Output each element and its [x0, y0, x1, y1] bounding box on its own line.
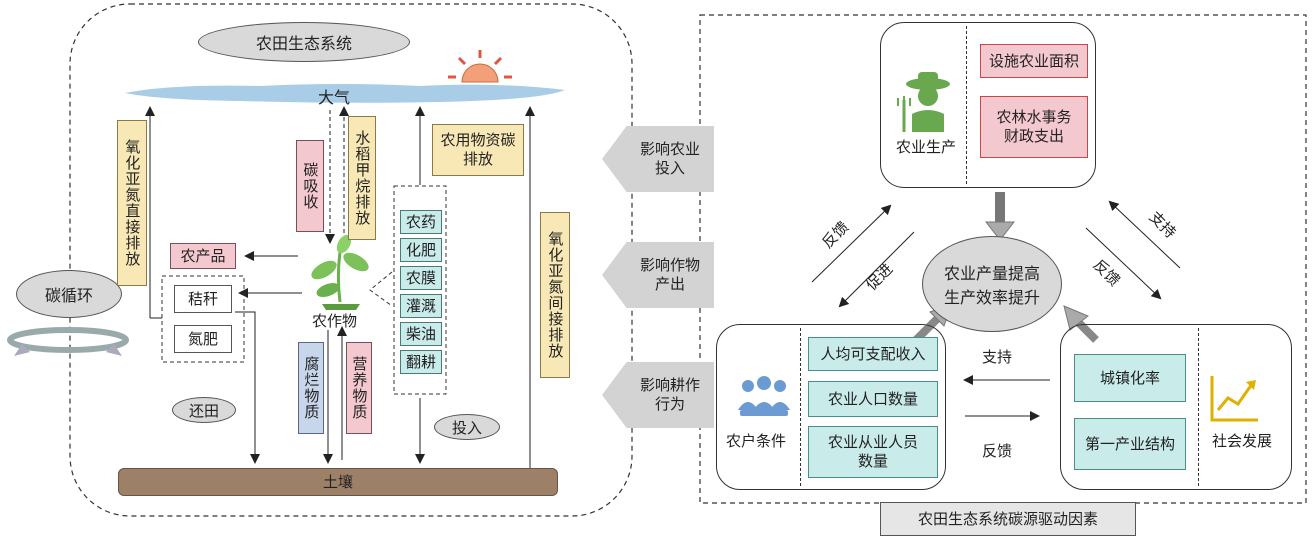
agri-material-emission-box: 农用物资碳排放 — [432, 124, 524, 176]
return-field-node: 还田 — [172, 397, 236, 423]
input-pesticide: 农药 — [400, 210, 442, 234]
arrow-affect-behavior: 影响耕作行为 — [602, 362, 714, 428]
carbon-cycle-node: 碳循环 — [16, 270, 122, 318]
n2o-direct-box: 氧化亚氮直接排放 — [117, 120, 147, 286]
input-irrigation: 灌溉 — [400, 294, 442, 318]
arrow-affect-input: 影响农业投入 — [602, 126, 714, 192]
agri-production-label: 农业生产 — [896, 138, 957, 156]
social-divider — [1198, 328, 1199, 486]
input-node: 投入 — [434, 414, 500, 440]
growth-chart-icon — [1210, 376, 1258, 422]
input-fertilizer: 化肥 — [400, 238, 442, 262]
household-panel — [716, 324, 946, 490]
n2o-indirect-box: 氧化亚氮间接排放 — [540, 212, 570, 378]
sun-icon — [448, 50, 512, 83]
plant-icon — [311, 234, 369, 310]
agri-production-panel — [880, 22, 1096, 188]
atmosphere-label: 大气 — [318, 88, 351, 107]
agri-production-divider — [966, 26, 967, 184]
center-node: 农业产量提高生产效率提升 — [922, 236, 1062, 332]
income-box: 人均可支配收入 — [808, 337, 938, 371]
fiscal-expenditure-box: 农林水事务财政支出 — [980, 96, 1088, 158]
straw-box: 秸秆 — [174, 285, 232, 313]
drivers-title-box: 农田生态系统碳源驱动因素 — [880, 502, 1136, 536]
nutrients-box: 营养物质 — [346, 342, 372, 434]
rice-methane-box: 水稻甲烷排放 — [348, 116, 376, 240]
products-box: 农产品 — [170, 243, 236, 269]
input-tillage: 翻耕 — [400, 350, 442, 374]
people-icon — [738, 376, 790, 416]
input-film: 农膜 — [400, 266, 442, 290]
household-label: 农户条件 — [726, 432, 787, 450]
ecosystem-title: 农田生态系统 — [198, 22, 410, 62]
farmer-icon — [897, 72, 950, 132]
population-box: 农业人口数量 — [808, 381, 938, 417]
crop-label: 农作物 — [312, 312, 358, 330]
urbanization-box: 城镇化率 — [1074, 354, 1186, 402]
carbon-absorb-box: 碳吸收 — [296, 140, 324, 232]
rotten-matter-box: 腐烂物质 — [298, 342, 324, 434]
soil-bar: 土壤 — [118, 468, 558, 496]
arrow-affect-output: 影响作物产出 — [602, 242, 714, 308]
nitrogen-fertilizer-box: 氮肥 — [174, 325, 232, 353]
facility-area-box: 设施农业面积 — [980, 44, 1088, 78]
feedback-label-mid: 反馈 — [982, 442, 1013, 460]
employed-box: 农业从业人员数量 — [808, 426, 938, 478]
household-divider — [800, 328, 801, 486]
support-label-mid: 支持 — [982, 348, 1013, 366]
social-label: 社会发展 — [1212, 432, 1273, 450]
input-diesel: 柴油 — [400, 322, 442, 346]
primary-industry-box: 第一产业结构 — [1074, 418, 1186, 470]
social-panel — [1060, 324, 1292, 490]
